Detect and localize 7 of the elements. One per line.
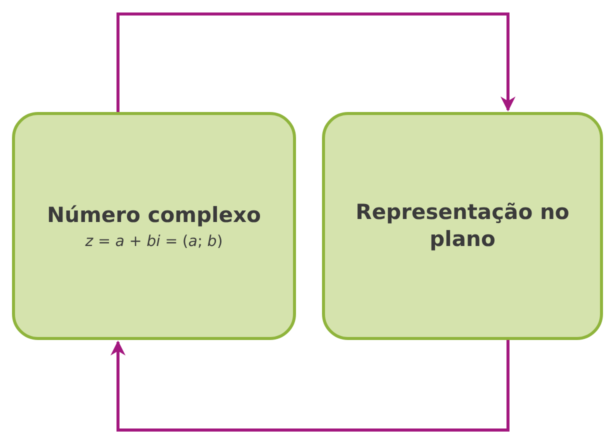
box-title: Número complexo — [47, 202, 261, 230]
formula: z = a + bi = (a; b) — [85, 232, 223, 250]
arrow — [110, 340, 510, 432]
box-title: Representação no plano — [354, 198, 570, 253]
process-box — [12, 112, 296, 340]
process-box — [322, 112, 603, 340]
arrow — [116, 12, 516, 112]
